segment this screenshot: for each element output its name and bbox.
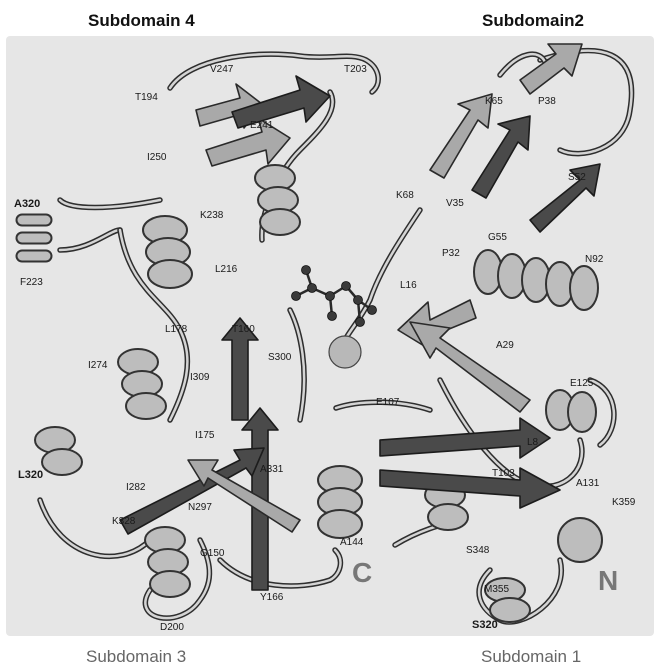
residue-label: N297 bbox=[188, 502, 212, 513]
residue-label: T103 bbox=[492, 468, 515, 479]
residue-label: A331 bbox=[260, 464, 284, 475]
helix-a144 bbox=[318, 466, 362, 538]
residue-label: L178 bbox=[165, 324, 188, 335]
residue-label: A320 bbox=[14, 198, 40, 210]
residue-label: G55 bbox=[488, 232, 507, 243]
residue-label: I274 bbox=[88, 360, 108, 371]
residue-label: A29 bbox=[496, 340, 514, 351]
residue-label: F223 bbox=[20, 277, 43, 288]
helix-e241 bbox=[255, 165, 300, 235]
residue-label: L216 bbox=[215, 264, 238, 275]
helix-f223 bbox=[22, 220, 46, 256]
residue-label: I282 bbox=[126, 482, 146, 493]
residue-label: K65 bbox=[485, 96, 503, 107]
residue-label: D200 bbox=[160, 622, 184, 633]
helix-d200 bbox=[145, 527, 190, 597]
residue-label: K68 bbox=[396, 190, 414, 201]
helix-k359 bbox=[558, 518, 602, 562]
residue-label: A144 bbox=[340, 537, 364, 548]
divalent-cation bbox=[329, 336, 361, 368]
residue-label: T160 bbox=[232, 324, 255, 335]
residue-label: L320 bbox=[18, 469, 43, 481]
residue-label: L16 bbox=[400, 280, 417, 291]
residue-label: E241 bbox=[250, 120, 274, 131]
residue-label: T194 bbox=[135, 92, 158, 103]
residue-label: K359 bbox=[612, 497, 636, 508]
residue-label: S300 bbox=[268, 352, 292, 363]
residue-label: M355 bbox=[484, 584, 509, 595]
subdomain-3-title: Subdomain 3 bbox=[86, 647, 186, 666]
residue-label: E107 bbox=[376, 397, 400, 408]
residue-label: N92 bbox=[585, 254, 604, 265]
subdomain-2-title: Subdomain2 bbox=[482, 11, 584, 30]
residue-label: V35 bbox=[446, 198, 464, 209]
residue-label: I250 bbox=[147, 152, 167, 163]
residue-label: K328 bbox=[112, 516, 136, 527]
residue-label: V247 bbox=[210, 64, 234, 75]
subdomain-1-title: Subdomain 1 bbox=[481, 647, 581, 666]
residue-label: I309 bbox=[190, 372, 210, 383]
residue-label: S52 bbox=[568, 172, 586, 183]
residue-label: K238 bbox=[200, 210, 224, 221]
residue-label: Y166 bbox=[260, 592, 284, 603]
residue-label: E125 bbox=[570, 378, 594, 389]
n-terminus-label: N bbox=[598, 565, 618, 596]
residue-label: S320 bbox=[472, 619, 498, 631]
helix-e125 bbox=[546, 390, 596, 432]
residue-label: I175 bbox=[195, 430, 215, 441]
subdomain-4-title: Subdomain 4 bbox=[88, 11, 195, 30]
residue-label: P32 bbox=[442, 248, 460, 259]
residue-label: G150 bbox=[200, 548, 225, 559]
residue-label: T203 bbox=[344, 64, 367, 75]
residue-label: S348 bbox=[466, 545, 490, 556]
helix-k238 bbox=[143, 216, 192, 288]
figure-panel bbox=[6, 36, 654, 636]
c-terminus-label: C bbox=[352, 557, 372, 588]
residue-label: A131 bbox=[576, 478, 600, 489]
residue-label: P38 bbox=[538, 96, 556, 107]
residue-label: L8 bbox=[527, 437, 539, 448]
